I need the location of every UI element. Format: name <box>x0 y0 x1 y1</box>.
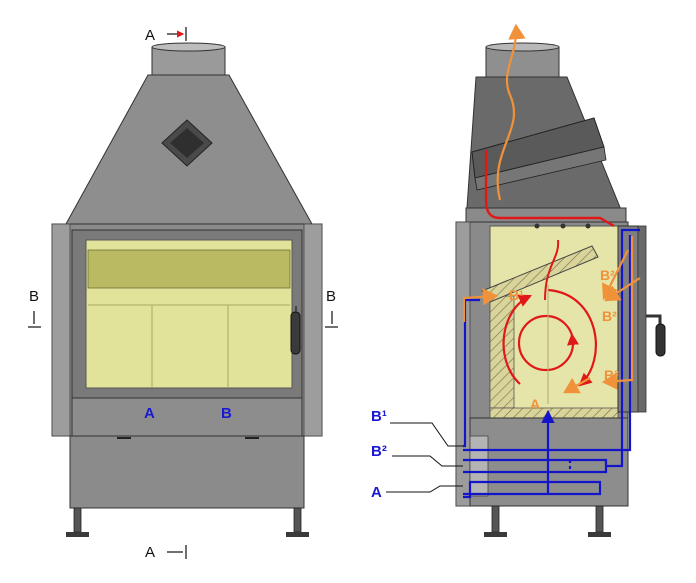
secondary-rear-arrow <box>462 288 499 322</box>
front-vent-inner <box>170 128 204 158</box>
vortex-outer-right <box>547 288 597 387</box>
section-label-right: B <box>326 288 336 305</box>
front-foot-left-pad <box>66 532 89 537</box>
front-baffle <box>87 249 291 289</box>
inlet-label-b: B <box>221 405 232 422</box>
channel-b1-rear <box>463 298 480 448</box>
side-foot-right-pad <box>588 532 611 537</box>
side-air-inlet <box>469 435 489 497</box>
side-back-wall <box>455 221 471 507</box>
flow-label-b1: B¹ <box>509 287 524 303</box>
smoke-rise <box>544 239 560 301</box>
side-foot-right <box>595 505 604 533</box>
legend-leader-a <box>386 485 463 493</box>
side-handle-grip <box>655 323 666 357</box>
front-view <box>51 42 323 537</box>
front-lower-panel <box>71 397 303 437</box>
legend-leader-b2 <box>392 455 463 467</box>
section-markers: A A B B A B <box>28 27 338 561</box>
section-label-left: B <box>29 288 39 305</box>
side-foot-left-pad <box>484 532 507 537</box>
side-bottom-liner <box>489 407 619 419</box>
side-view <box>455 42 666 537</box>
side-chimney-collar <box>485 46 560 78</box>
front-foot-left <box>73 507 82 533</box>
front-door-handle <box>290 311 301 355</box>
legend-leader-b1 <box>390 422 463 447</box>
exhaust-arrow <box>496 23 526 201</box>
air-channels <box>463 228 640 499</box>
side-rear-liner <box>489 295 515 409</box>
front-right-pillar <box>303 223 323 437</box>
vortex-outer-left <box>502 294 532 385</box>
section-label-bottom: A <box>145 544 155 561</box>
secondary-air-arrows <box>462 236 641 394</box>
front-left-pillar <box>51 223 71 437</box>
vortex-inner-arrow <box>567 333 579 346</box>
channel-b1-bottom <box>463 235 632 452</box>
air-legend: B¹ B² A <box>371 408 463 501</box>
secondary-low-arrow <box>563 377 591 394</box>
side-bolt-2 <box>560 223 566 229</box>
front-foot-right <box>293 507 302 533</box>
side-foot-left <box>491 505 500 533</box>
channel-a-loop <box>463 480 602 499</box>
inlet-label-a: A <box>144 405 155 422</box>
flow-label-b2-top: B² <box>600 267 615 283</box>
flow-label-b2-mid: B² <box>602 308 617 324</box>
side-chimney-rim <box>485 42 560 52</box>
flow-label-a: A <box>530 396 540 412</box>
combustion-vortex <box>502 285 597 404</box>
side-bolt-1 <box>534 223 540 229</box>
legend-label-a: A <box>371 484 382 501</box>
smoke-path <box>484 150 615 301</box>
side-door-edge <box>637 225 647 413</box>
section-label-top: A <box>145 27 155 44</box>
smoke-channel <box>484 150 615 228</box>
front-chimney-collar <box>151 46 226 76</box>
flow-labels: B¹ B² B² B² A <box>509 267 619 412</box>
flow-label-b2-low: B² <box>604 367 619 383</box>
side-handle-arm <box>646 314 662 326</box>
front-foot-right-pad <box>286 532 309 537</box>
front-base <box>69 435 305 509</box>
secondary-arrow-2 <box>604 277 641 302</box>
front-chimney-rim <box>151 42 226 52</box>
side-bolt-3 <box>585 223 591 229</box>
channel-b2-front <box>606 228 640 468</box>
legend-label-b2: B² <box>371 443 387 460</box>
side-hood-shelf-lip <box>474 146 607 191</box>
legend-label-b1: B¹ <box>371 408 387 425</box>
